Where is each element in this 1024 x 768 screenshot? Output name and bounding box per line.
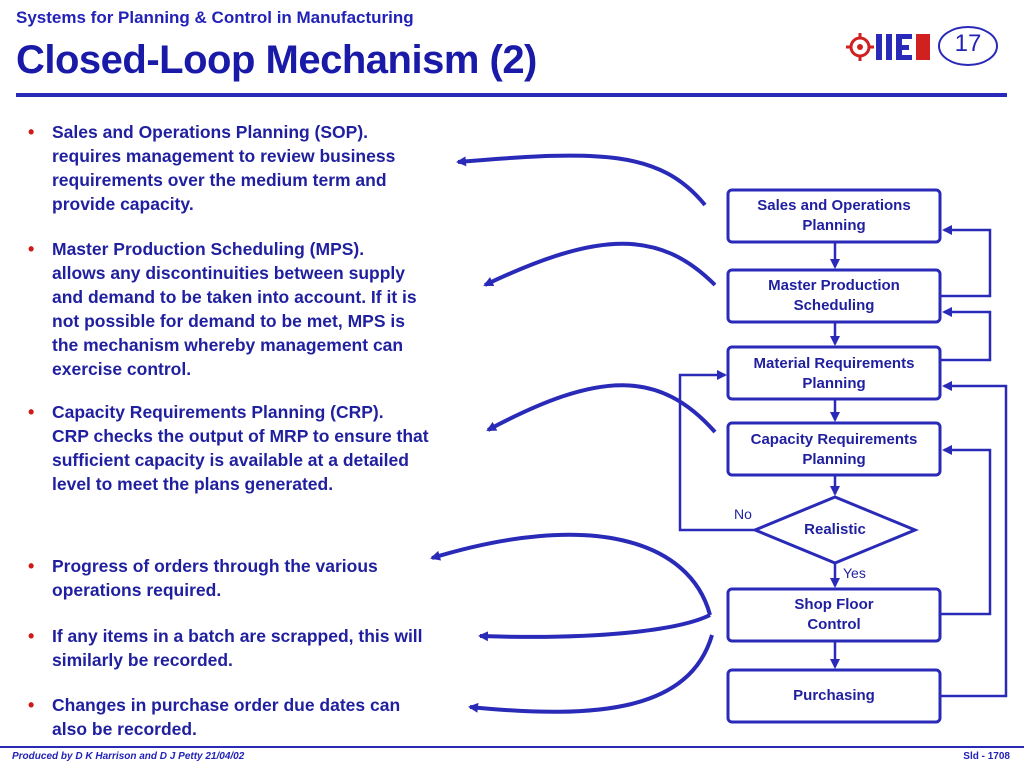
- bullet-line: Changes in purchase order due dates can: [52, 695, 401, 715]
- curved-arrow-progress: [430, 532, 712, 616]
- feedback-sfc-crp: [941, 445, 992, 616]
- box-line: Planning: [802, 217, 866, 234]
- box-line: Sales and Operations: [757, 197, 911, 214]
- box-label-mps: Master Production Scheduling: [728, 276, 940, 316]
- bullet-item-sop: • Sales and Operations Planning (SOP). r…: [28, 120, 498, 216]
- box-label-sop: Sales and Operations Planning: [728, 196, 940, 236]
- bullet-line: similarly be recorded.: [52, 650, 233, 670]
- decision-realistic: [751, 495, 919, 565]
- footer-slide-id: Sld - 1708: [963, 751, 1010, 762]
- box-line: Planning: [802, 375, 866, 392]
- feedback-mrp-mps: [941, 307, 992, 362]
- box-purchasing: [726, 668, 942, 724]
- gear-icon: [846, 33, 874, 61]
- bullet-line: CRP checks the output of MRP to ensure t…: [52, 426, 429, 446]
- curved-arrow-mps: [483, 241, 717, 287]
- box-line: Control: [807, 616, 861, 633]
- box-mps: [726, 268, 942, 324]
- no-label: No: [734, 506, 752, 522]
- box-label-purchasing: Purchasing: [793, 687, 875, 704]
- bullet-marker: •: [28, 239, 35, 259]
- slide-title: Closed-Loop Mechanism (2): [16, 38, 537, 82]
- bullet-line: sufficient capacity is available at a de…: [52, 450, 409, 470]
- slide-number: 17: [954, 30, 982, 57]
- yes-label: Yes: [843, 565, 866, 581]
- bullet-line: and demand to be taken into account. If …: [52, 287, 417, 307]
- bullet-line: If any items in a batch are scrapped, th…: [52, 626, 423, 646]
- slide-number-badge: [938, 26, 998, 66]
- title-divider: [16, 93, 1007, 97]
- bullet-line: allows any discontinuities between suppl…: [52, 263, 405, 283]
- box-sop: [726, 188, 942, 244]
- bullet-item-purchase: • Changes in purchase order due dates ca…: [28, 693, 498, 741]
- box-line: Shop Floor: [794, 596, 874, 613]
- footer-divider: [0, 746, 1024, 748]
- box-label-crp: Capacity Requirements Planning: [728, 430, 940, 470]
- footer-credit: Produced by D K Harrison and D J Petty 2…: [12, 751, 245, 762]
- bullet-line: not possible for demand to be met, MPS i…: [52, 311, 405, 331]
- bullet-line: Sales and Operations Planning (SOP).: [52, 122, 369, 142]
- box-line: Scheduling: [793, 297, 875, 314]
- bullet-line: operations required.: [52, 580, 222, 600]
- box-label-mrp: Material Requirements Planning: [728, 354, 940, 394]
- bullet-line: the mechanism whereby management can: [52, 335, 404, 355]
- box-crp: [726, 421, 942, 477]
- box-line: Master Production: [768, 277, 900, 294]
- bullet-line: Master Production Scheduling (MPS).: [52, 239, 365, 259]
- bullet-line: requirements over the medium term and: [52, 170, 387, 190]
- bullet-line: exercise control.: [52, 359, 192, 379]
- bullet-item-scrapped: • If any items in a batch are scrapped, …: [28, 624, 498, 672]
- curved-arrow-sop: [456, 153, 707, 207]
- bullet-item-mps: • Master Production Scheduling (MPS). al…: [28, 237, 498, 381]
- box-line: Planning: [802, 451, 866, 468]
- bullet-marker: •: [28, 402, 35, 422]
- box-label-sfc: Shop Floor Control: [728, 595, 940, 635]
- curved-arrow-purchase: [468, 634, 714, 714]
- feedback-mps-sop: [941, 225, 992, 298]
- box-line: Capacity Requirements: [750, 431, 918, 448]
- curved-arrow-scrapped: [478, 613, 711, 642]
- bullet-line: provide capacity.: [52, 194, 194, 214]
- bullet-line: Capacity Requirements Planning (CRP).: [52, 402, 384, 422]
- arrow-no-loop: [678, 370, 755, 532]
- curved-arrow-crp: [486, 383, 717, 434]
- bullet-item-progress: • Progress of orders through the various…: [28, 554, 498, 602]
- bullet-line: level to meet the plans generated.: [52, 474, 334, 494]
- bullet-marker: •: [28, 556, 35, 576]
- bullet-line: Progress of orders through the various: [52, 556, 378, 576]
- bullet-line: requires management to review business: [52, 146, 396, 166]
- bullet-marker: •: [28, 122, 35, 142]
- course-title: Systems for Planning & Control in Manufa…: [16, 8, 414, 27]
- decision-label: Realistic: [804, 521, 866, 538]
- feedback-purchasing-mrp: [941, 381, 1008, 698]
- box-mrp: [726, 345, 942, 401]
- box-line: Material Requirements: [753, 355, 915, 372]
- bullet-line: also be recorded.: [52, 719, 197, 739]
- bullet-item-crp: • Capacity Requirements Planning (CRP). …: [28, 400, 498, 496]
- bullet-marker: •: [28, 695, 35, 715]
- bullet-marker: •: [28, 626, 35, 646]
- box-sfc: [726, 587, 942, 643]
- iie-logo: [846, 30, 932, 64]
